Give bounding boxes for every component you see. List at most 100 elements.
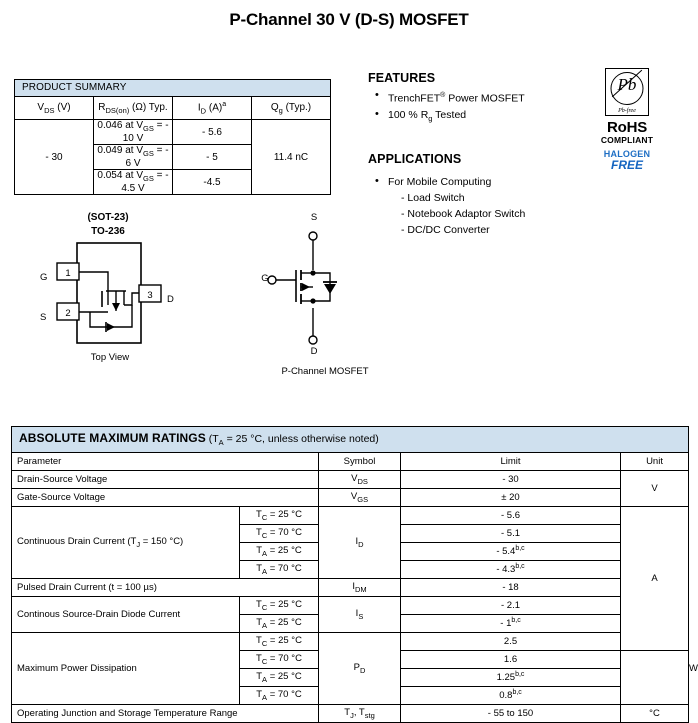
features-list: TrenchFET® Power MOSFET 100 % Rg Tested [372,87,525,127]
cell-condition: TC = 70 °C [239,650,319,669]
halogen-label: HALOGEN [603,149,651,159]
cell-rds-0: 0.046 at VGS = - 10 V [93,119,173,145]
cell-vds-value: - 30 [14,119,94,195]
pb-free-symbol-text: Pb [617,75,637,94]
cell-symbol: VDS [318,470,401,489]
applications-sub-list: - Load Switch - Notebook Adaptor Switch … [388,190,525,238]
cell-rds-2: 0.054 at VGS = - 4.5 V [93,169,173,195]
cell-unit: A [619,506,690,651]
cell-condition: TC = 70 °C [239,524,319,543]
cell-parameter: Drain-Source Voltage [11,470,319,489]
amr-band-rest: (TA = 25 °C, unless otherwise noted) [205,432,379,448]
cell-condition: TC = 25 °C [239,632,319,651]
cell-limit: - 55 to 150 [400,704,621,723]
table-row: 0.049 at VGS = - 6 V - 5 [15,144,331,170]
table-row: Drain-Source Voltage VDS - 30 V [11,470,690,507]
pb-free-icon: Pb Pb-free [605,68,649,116]
cell-parameter: Gate-Source Voltage [11,488,319,507]
cell-condition: TA = 70 °C [239,560,319,579]
header-vds: VDS (V) [14,96,94,120]
free-label: FREE [610,158,643,172]
cell-limit: 1.6 [400,650,621,669]
cell-limit: 2.5 [400,632,621,651]
pin-label-source: S [40,312,47,323]
header-parameter: Parameter [11,452,319,471]
cell-symbol: TJ, Tstg [318,704,401,723]
cell-limit: - 18 [400,578,621,597]
table-row: TA = 70 °C 0.8b,c [12,686,689,705]
cell-limit: - 2.1 [400,596,621,615]
cell-parameter: Continuous Drain Current (TJ = 150 °C) [11,506,240,579]
table-row: Maximum Power Dissipation TC = 25 °C PD … [11,632,698,705]
table-row: - 30 0.046 at VGS = - 10 V - 5.6 11.4 nC [14,119,331,195]
sub-list-item: - Notebook Adaptor Switch [401,208,526,220]
table-row: 0.054 at VGS = - 4.5 V -4.5 [15,169,331,195]
list-item-label: For Mobile Computing [388,176,492,188]
cell-condition: TA = 25 °C [239,614,319,633]
cell-id-1: - 5 [172,144,252,170]
cell-parameter: Operating Junction and Storage Temperatu… [11,704,319,723]
cell-symbol: ID [318,506,401,579]
pin-number-2: 2 [65,308,71,319]
cell-limit: 1.25b,c [400,668,621,687]
cell-limit: - 30 [400,470,621,489]
cell-condition: TA = 25 °C [239,668,319,687]
package-caption: Top View [90,352,130,363]
applications-heading: APPLICATIONS [368,152,462,166]
pb-free-caption: Pb-free [618,108,636,114]
symbol-label-gate: G [261,273,269,284]
cell-symbol: PD [318,632,401,705]
sub-list-item: - Load Switch [401,192,465,204]
pin-label-gate: G [40,272,48,283]
cell-id-2: -4.5 [172,169,252,195]
cell-symbol: IS [318,596,401,633]
table-row: Continuous Drain Current (TJ = 150 °C) T… [11,506,690,651]
cell-limit: ± 20 [400,488,621,507]
package-outline-svg [56,242,162,344]
package-outline-diagram: (SOT-23) TO-236 G S D 1 2 3 Top View [20,212,240,372]
header-unit: Unit [619,452,690,471]
amr-header-row: Parameter Symbol Limit Unit [11,452,690,471]
cell-qg-value: 11.4 nC [251,119,331,195]
rohs-compliance-block: Pb Pb-free RoHS COMPLIANT HALOGEN FREE [592,68,662,172]
header-rds-on: RDS(on) (Ω) Typ. [93,96,173,120]
cell-limit: - 1b,c [400,614,621,633]
cell-limit: - 4.3b,c [400,560,621,579]
symbol-caption: P-Channel MOSFET [281,366,369,377]
package-title-line1: (SOT-23) [87,212,129,223]
list-item: For Mobile Computing - Load Switch - Not… [372,173,525,238]
cell-limit: 0.8b,c [400,686,621,705]
product-summary-table: PRODUCT SUMMARY VDS (V) RDS(on) (Ω) Typ.… [14,79,331,195]
amr-band-strong: ABSOLUTE MAXIMUM RATINGS [19,430,206,445]
applications-list: For Mobile Computing - Load Switch - Not… [372,173,525,238]
table-row: TA = 25 °C - 5.4b,c [12,542,689,561]
header-symbol: Symbol [318,452,401,471]
amr-band-title: ABSOLUTE MAXIMUM RATINGS (TA = 25 °C, un… [10,426,690,453]
cell-symbol: IDM [318,578,401,597]
header-id: ID (A)a [172,96,252,120]
table-row: Operating Junction and Storage Temperatu… [11,704,690,723]
pin-label-drain: D [167,294,174,305]
absolute-maximum-ratings-table: ABSOLUTE MAXIMUM RATINGS (TA = 25 °C, un… [10,426,698,723]
cell-id-0: - 5.6 [172,119,252,145]
page-title: P-Channel 30 V (D-S) MOSFET [229,10,469,29]
pin-number-1: 1 [65,268,71,279]
package-title-line2: TO-236 [91,226,125,237]
cell-condition: TA = 25 °C [239,542,319,561]
pin-number-3: 3 [147,290,153,301]
header-limit: Limit [400,452,621,471]
mosfet-symbol-diagram: S G D P-Channel MOSFET [240,212,420,382]
product-summary-header-row: VDS (V) RDS(on) (Ω) Typ. ID (A)a Qg (Typ… [14,96,331,120]
sub-list-item: - DC/DC Converter [401,224,490,236]
cell-parameter: Pulsed Drain Current (t = 100 µs) [11,578,319,597]
product-summary-band-title: PRODUCT SUMMARY [14,79,331,97]
cell-limit: - 5.6 [400,506,621,525]
table-row: Continous Source-Drain Diode Current TC … [11,596,689,633]
cell-rds-1: 0.049 at VGS = - 6 V [93,144,173,170]
cell-parameter: Continous Source-Drain Diode Current [11,596,240,633]
cell-unit: V [619,470,690,507]
table-row: Gate-Source Voltage VGS ± 20 [11,488,689,507]
list-item: 100 % Rg Tested [372,105,525,127]
cell-unit: °C [619,704,690,723]
cell-condition: TC = 25 °C [239,506,319,525]
